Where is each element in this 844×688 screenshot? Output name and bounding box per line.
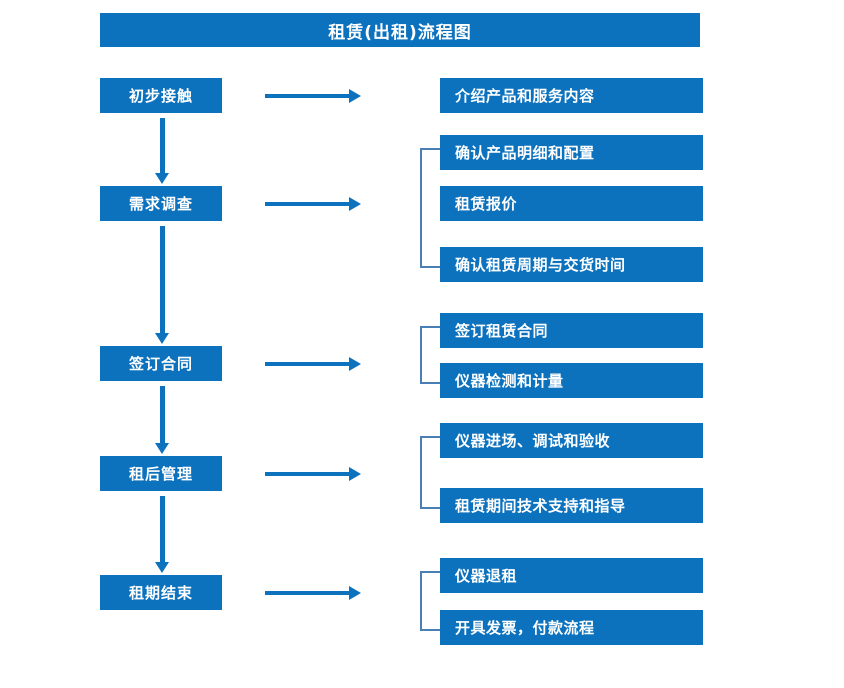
vertical-arrow-1 xyxy=(155,118,169,184)
group-bracket-2 xyxy=(420,148,440,268)
detail-box-confirm-lease-period[interactable]: 确认租赁周期与交货时间 xyxy=(440,247,703,282)
horizontal-arrow-4 xyxy=(265,467,361,481)
arrow-head-down-icon xyxy=(155,443,169,454)
arrow-shaft xyxy=(265,202,349,206)
arrow-shaft xyxy=(265,362,349,366)
vertical-arrow-2 xyxy=(155,226,169,344)
group-bracket-3 xyxy=(420,326,440,384)
detail-box-instrument-delivery[interactable]: 仪器进场、调试和验收 xyxy=(440,423,703,458)
arrow-shaft xyxy=(265,472,349,476)
detail-box-instrument-return[interactable]: 仪器退租 xyxy=(440,558,703,593)
group-bracket-5 xyxy=(420,571,440,631)
arrow-shaft xyxy=(265,94,349,98)
arrow-shaft xyxy=(160,118,165,173)
page-title: 租赁(出租)流程图 xyxy=(100,13,700,47)
arrow-head-down-icon xyxy=(155,562,169,573)
arrow-shaft xyxy=(160,386,165,443)
stage-box-needs-survey[interactable]: 需求调查 xyxy=(100,186,222,221)
arrow-head-down-icon xyxy=(155,333,169,344)
arrow-head-right-icon xyxy=(349,197,361,211)
detail-box-invoice-payment[interactable]: 开具发票，付款流程 xyxy=(440,610,703,645)
horizontal-arrow-5 xyxy=(265,586,361,600)
detail-box-confirm-product-details[interactable]: 确认产品明细和配置 xyxy=(440,135,703,170)
stage-box-post-lease-management[interactable]: 租后管理 xyxy=(100,456,222,491)
detail-box-instrument-inspection[interactable]: 仪器检测和计量 xyxy=(440,363,703,398)
arrow-shaft xyxy=(160,496,165,562)
horizontal-arrow-3 xyxy=(265,357,361,371)
stage-box-sign-contract[interactable]: 签订合同 xyxy=(100,346,222,381)
stage-box-lease-end[interactable]: 租期结束 xyxy=(100,575,222,610)
group-bracket-4 xyxy=(420,436,440,509)
vertical-arrow-4 xyxy=(155,496,169,573)
arrow-head-right-icon xyxy=(349,357,361,371)
arrow-shaft xyxy=(160,226,165,333)
detail-box-introduce-products[interactable]: 介绍产品和服务内容 xyxy=(440,78,703,113)
arrow-shaft xyxy=(265,591,349,595)
horizontal-arrow-2 xyxy=(265,197,361,211)
detail-box-technical-support[interactable]: 租赁期间技术支持和指导 xyxy=(440,488,703,523)
detail-box-lease-quotation[interactable]: 租赁报价 xyxy=(440,186,703,221)
stage-box-initial-contact[interactable]: 初步接触 xyxy=(100,78,222,113)
vertical-arrow-3 xyxy=(155,386,169,454)
arrow-head-down-icon xyxy=(155,173,169,184)
arrow-head-right-icon xyxy=(349,586,361,600)
horizontal-arrow-1 xyxy=(265,89,361,103)
detail-box-sign-lease-contract[interactable]: 签订租赁合同 xyxy=(440,313,703,348)
arrow-head-right-icon xyxy=(349,89,361,103)
arrow-head-right-icon xyxy=(349,467,361,481)
